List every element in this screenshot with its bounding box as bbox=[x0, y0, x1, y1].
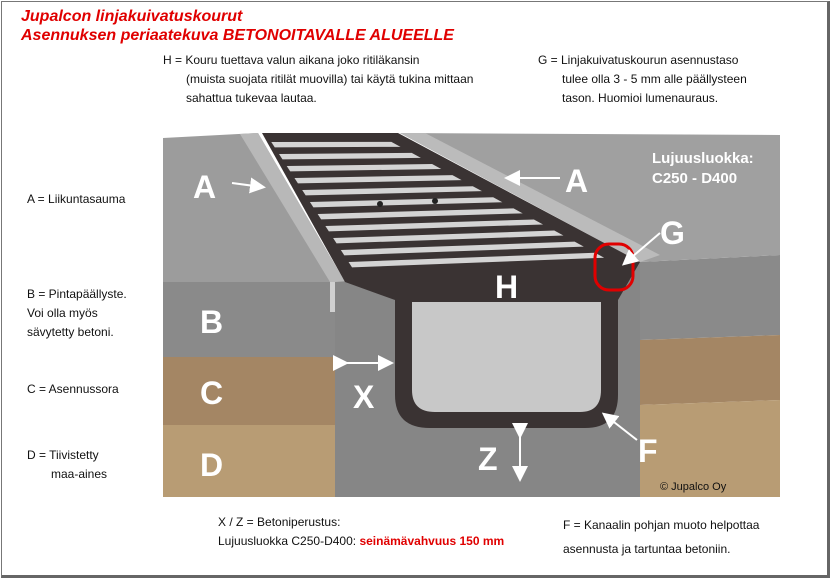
label-z: Z bbox=[478, 441, 498, 477]
note-h-line: (muista suojata ritilät muovilla) tai kä… bbox=[186, 72, 474, 86]
title-line-2: Asennuksen periaatekuva BETONOITAVALLE A… bbox=[21, 27, 454, 44]
right-joint bbox=[400, 133, 660, 262]
channel-interior bbox=[412, 302, 601, 412]
left-top-surface bbox=[163, 133, 345, 282]
label-f: F bbox=[638, 433, 658, 469]
note-a: A = Liikuntasauma bbox=[27, 192, 126, 206]
right-soil-layer bbox=[640, 400, 780, 497]
strength-class-label: Lujuusluokka: bbox=[652, 150, 754, 167]
label-a-right: A bbox=[565, 163, 588, 199]
note-d-line: maa-aines bbox=[51, 467, 108, 481]
note-h-line: H = Kouru tuettava valun aikana joko rit… bbox=[163, 53, 420, 67]
left-soil-layer bbox=[163, 425, 335, 497]
arrows bbox=[231, 170, 661, 482]
grating-slat bbox=[309, 197, 503, 208]
grating-slat bbox=[279, 152, 421, 160]
left-joint-front bbox=[330, 282, 336, 312]
grating-bolt bbox=[432, 198, 438, 204]
note-f-line: F = Kanaalin pohjan muoto helpottaa bbox=[563, 518, 760, 532]
grating-slat bbox=[294, 175, 462, 184]
note-d: D = Tiivistetty maa-aines bbox=[27, 446, 107, 484]
grating-slat bbox=[286, 164, 442, 172]
note-g: G = Linjakuivatuskourun asennustaso tule… bbox=[538, 51, 747, 108]
note-f: F = Kanaalin pohjan muoto helpottaa asen… bbox=[563, 513, 759, 561]
strength-class-value: C250 - D400 bbox=[652, 170, 737, 187]
grating-slat bbox=[325, 219, 544, 232]
label-b: B bbox=[200, 304, 223, 340]
right-surface-layer bbox=[640, 255, 780, 340]
label-h: H bbox=[495, 269, 518, 305]
right-gravel-layer bbox=[640, 335, 780, 405]
g-highlight-circle bbox=[593, 242, 635, 292]
note-g-line: tulee olla 3 - 5 mm alle päällysteen bbox=[562, 72, 747, 86]
left-surface-layer bbox=[163, 282, 335, 357]
note-xz: X / Z = Betoniperustus: Lujuusluokka C25… bbox=[218, 513, 504, 551]
left-joint bbox=[240, 133, 345, 282]
right-top-surface bbox=[400, 133, 780, 262]
note-b-line: sävytetty betoni. bbox=[27, 325, 114, 339]
grating-slats bbox=[271, 141, 605, 268]
note-g-line: G = Linjakuivatuskourun asennustaso bbox=[538, 53, 739, 67]
note-h: H = Kouru tuettava valun aikana joko rit… bbox=[163, 51, 473, 108]
note-h-line: sahattua tukevaa lautaa. bbox=[186, 91, 317, 105]
label-d: D bbox=[200, 447, 223, 483]
grating-slat bbox=[302, 186, 482, 196]
note-b-line: B = Pintapäällyste. bbox=[27, 287, 127, 301]
title-line-1: Jupalcon linjakuivatuskourut bbox=[21, 8, 243, 25]
label-a-left: A bbox=[193, 169, 216, 205]
note-g-line: tason. Huomioi lumenauraus. bbox=[562, 91, 719, 105]
left-gravel-layer bbox=[163, 357, 335, 425]
note-c: C = Asennussora bbox=[27, 382, 119, 396]
note-f-line: asennusta ja tartuntaa betoniin. bbox=[563, 542, 731, 556]
grating-slat bbox=[340, 241, 584, 256]
note-xz-line: Lujuusluokka C250-D400: bbox=[218, 534, 357, 548]
label-x: X bbox=[353, 379, 375, 415]
grating-slat bbox=[333, 230, 564, 244]
note-d-line: D = Tiivistetty bbox=[27, 448, 99, 462]
grating-slat bbox=[271, 141, 401, 148]
copyright: © Jupalco Oy bbox=[660, 481, 727, 493]
grating-slat bbox=[348, 252, 605, 268]
grating-bolt bbox=[377, 201, 383, 207]
grating-slat bbox=[317, 208, 523, 220]
note-xz-line: X / Z = Betoniperustus: bbox=[218, 515, 341, 529]
label-c: C bbox=[200, 375, 223, 411]
note-b-line: Voi olla myös bbox=[27, 306, 98, 320]
label-g: G bbox=[660, 215, 685, 251]
note-xz-highlight: seinämävahvuus 150 mm bbox=[359, 534, 505, 548]
note-b: B = Pintapäällyste. Voi olla myös sävyte… bbox=[27, 285, 127, 342]
